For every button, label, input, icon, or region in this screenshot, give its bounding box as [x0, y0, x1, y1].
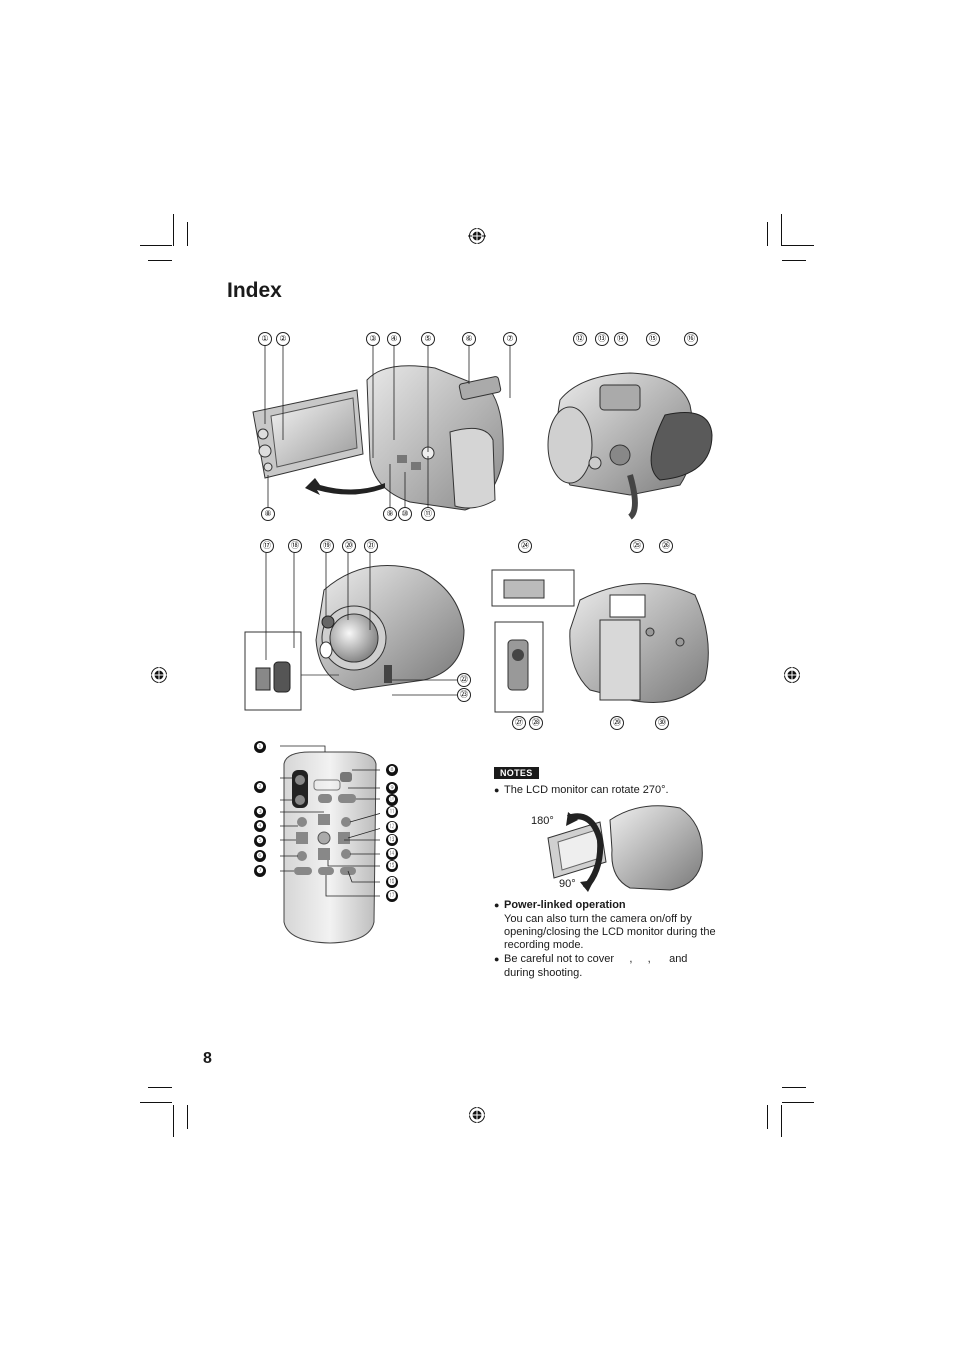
callout-7: ⑦: [503, 332, 517, 346]
camcorder-lcd-open-illustration: [252, 365, 504, 511]
bullet-icon: ●: [494, 785, 500, 795]
crop-mark: [187, 1105, 188, 1129]
remote-callout-16: ⓰: [386, 876, 398, 888]
camcorder-front-illustration: [244, 565, 465, 711]
callout-10: ⑩: [398, 507, 412, 521]
callout-6: ⑥: [462, 332, 476, 346]
crop-mark: [173, 1105, 174, 1137]
remote-control-illustration: [280, 745, 380, 944]
registration-mark-icon: [468, 1106, 486, 1124]
registration-mark-icon: [468, 227, 486, 245]
notes-tag: NOTES: [494, 767, 539, 779]
page-number: 8: [203, 1050, 212, 1067]
remote-callout-15: ⓯: [386, 860, 398, 872]
crop-mark: [148, 1087, 172, 1088]
note-power-linked-line1: You can also turn the camera on/off by: [504, 913, 692, 925]
lcd-rotation-illustration: [547, 805, 703, 892]
callout-8: ⑧: [261, 507, 275, 521]
callout-29: ㉙: [610, 716, 624, 730]
bullet-icon: ●: [494, 900, 500, 910]
camcorder-side-illustration: [547, 372, 713, 520]
callout-26: ㉖: [659, 539, 673, 553]
callout-25: ㉕: [630, 539, 644, 553]
callout-4: ④: [387, 332, 401, 346]
note-power-linked-title: Power-linked operation: [504, 899, 626, 911]
registration-mark-icon: [150, 666, 168, 684]
note-power-linked-line2: opening/closing the LCD monitor during t…: [504, 926, 716, 938]
callout-22: ㉒: [457, 673, 471, 687]
crop-mark: [782, 1087, 806, 1088]
note-lcd-rotate: The LCD monitor can rotate 270°.: [504, 784, 669, 796]
callout-1: ①: [258, 332, 272, 346]
remote-callout-1: ❶: [254, 741, 266, 753]
callout-2: ②: [276, 332, 290, 346]
callout-21: ㉑: [364, 539, 378, 553]
crop-mark: [187, 222, 188, 246]
crop-mark: [782, 260, 806, 261]
callout-5: ⑤: [421, 332, 435, 346]
remote-callout-7: ❼: [254, 865, 266, 877]
callout-27: ㉗: [512, 716, 526, 730]
callout-24: ㉔: [518, 539, 532, 553]
crop-mark: [782, 245, 814, 246]
remote-callout-3: ❸: [254, 806, 266, 818]
remote-callout-14: ⓮: [386, 848, 398, 860]
crop-mark: [767, 222, 768, 246]
remote-callout-10: ❿: [386, 794, 398, 806]
callout-12: ⑫: [573, 332, 587, 346]
remote-callout-6: ❻: [254, 850, 266, 862]
registration-mark-icon: [783, 666, 801, 684]
remote-callout-4: ❹: [254, 820, 266, 832]
callout-3: ③: [366, 332, 380, 346]
callout-17: ⑰: [260, 539, 274, 553]
rotation-180-label: 180°: [531, 815, 554, 827]
callout-19: ⑲: [320, 539, 334, 553]
crop-mark: [782, 1102, 814, 1103]
remote-callout-5: ❺: [254, 835, 266, 847]
leader-lines: [265, 553, 457, 696]
remote-callout-13: ⓭: [386, 834, 398, 846]
callout-30: ㉚: [655, 716, 669, 730]
page-title: Index: [227, 279, 282, 302]
remote-callout-17: ⓱: [386, 890, 398, 902]
callout-15: ⑮: [646, 332, 660, 346]
callout-20: ⑳: [342, 539, 356, 553]
remote-callout-11: ⓫: [386, 806, 398, 818]
leader-lines: [264, 346, 511, 507]
note-careful-line2: during shooting.: [504, 967, 583, 979]
crop-mark: [781, 1105, 782, 1137]
callout-28: ㉘: [529, 716, 543, 730]
remote-callout-9: ❾: [386, 782, 398, 794]
camcorder-bottom-illustration: [491, 569, 709, 713]
callout-11: ⑪: [421, 507, 435, 521]
callout-13: ⑬: [595, 332, 609, 346]
crop-mark: [767, 1105, 768, 1129]
crop-mark: [781, 214, 782, 246]
rotation-90-label: 90°: [559, 878, 576, 890]
callout-16: ⑯: [684, 332, 698, 346]
remote-callout-2: ❷: [254, 781, 266, 793]
callout-18: ⑱: [288, 539, 302, 553]
crop-mark: [173, 214, 174, 246]
bullet-icon: ●: [494, 954, 500, 964]
crop-mark: [140, 245, 172, 246]
remote-callout-8: ❽: [386, 764, 398, 776]
crop-mark: [148, 260, 172, 261]
callout-23: ㉓: [457, 688, 471, 702]
note-power-linked-line3: recording mode.: [504, 939, 584, 951]
remote-callout-12: ⓬: [386, 821, 398, 833]
crop-mark: [140, 1102, 172, 1103]
callout-14: ⑭: [614, 332, 628, 346]
note-careful-line1: Be careful not to cover , , and: [504, 953, 688, 965]
callout-9: ⑨: [383, 507, 397, 521]
